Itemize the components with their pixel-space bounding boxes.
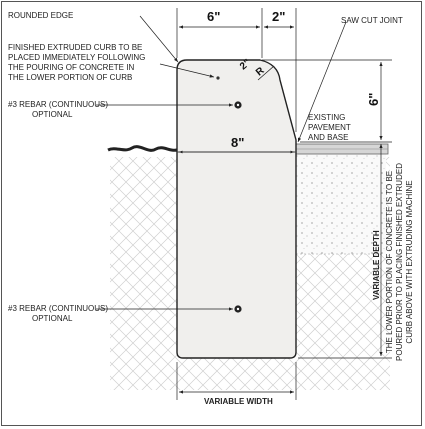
finished-curb-line-4: THE LOWER PORTION OF CURB <box>8 73 133 82</box>
lower-portion-line-1: THE LOWER PORTION OF CONCRETE IS TO BE <box>385 170 394 354</box>
leader-rounded-edge <box>139 15 179 63</box>
rebar-top-core <box>236 103 240 107</box>
rebar-bottom-line-2: OPTIONAL <box>32 314 73 323</box>
rebar-top-line-1: #3 REBAR (CONTINUOUS) <box>8 100 109 109</box>
label-saw-cut-joint: SAW CUT JOINT <box>341 16 403 25</box>
lower-portion-line-2: POURED PRIOR TO PLACING FINISHED EXTRUDE… <box>395 163 404 361</box>
existing-pavement-line-2: PAVEMENT <box>308 123 351 132</box>
label-rebar-bottom: #3 REBAR (CONTINUOUS) OPTIONAL <box>8 304 108 324</box>
rebar-bottom-line-1: #3 REBAR (CONTINUOUS) <box>8 304 109 313</box>
label-finished-curb: FINISHED EXTRUDED CURB TO BE PLACED IMME… <box>8 43 145 83</box>
curb-body <box>176 59 297 359</box>
ground-line <box>107 145 178 152</box>
label-rounded-edge: ROUNDED EDGE <box>8 11 74 20</box>
existing-pavement-line-1: EXISTING <box>308 113 346 122</box>
dim-curb-height: 6" <box>366 92 381 106</box>
label-lower-portion-note: THE LOWER PORTION OF CONCRETE IS TO BE P… <box>385 162 415 362</box>
finished-curb-line-3: THE POURING OF CONCRETE IN <box>8 63 135 72</box>
existing-pavement-line-3: AND BASE <box>308 133 349 142</box>
label-rebar-top: #3 REBAR (CONTINUOUS) OPTIONAL <box>8 100 108 120</box>
dim-base-width: 8" <box>231 135 245 150</box>
radius-line <box>257 65 275 81</box>
rebar-bottom-core <box>236 307 240 311</box>
curb-dot <box>216 76 220 80</box>
leader-saw-cut <box>297 21 347 143</box>
lower-portion-line-3: CURB ABOVE WITH EXTRUDING MACHINE <box>405 180 414 344</box>
leader-finished-curb <box>159 63 215 78</box>
finished-curb-line-1: FINISHED EXTRUDED CURB TO BE <box>8 43 143 52</box>
finished-curb-line-2: PLACED IMMEDIATELY FOLLOWING <box>8 53 146 62</box>
label-variable-width: VARIABLE WIDTH <box>204 397 273 406</box>
label-variable-depth: VARIABLE DEPTH <box>372 230 381 300</box>
pavement-base-dots <box>296 154 386 254</box>
rebar-top-line-2: OPTIONAL <box>32 110 73 119</box>
dim-top-width: 6" <box>207 9 221 24</box>
label-existing-pavement: EXISTING PAVEMENT AND BASE <box>308 113 351 143</box>
dim-batter: 2" <box>272 9 286 24</box>
